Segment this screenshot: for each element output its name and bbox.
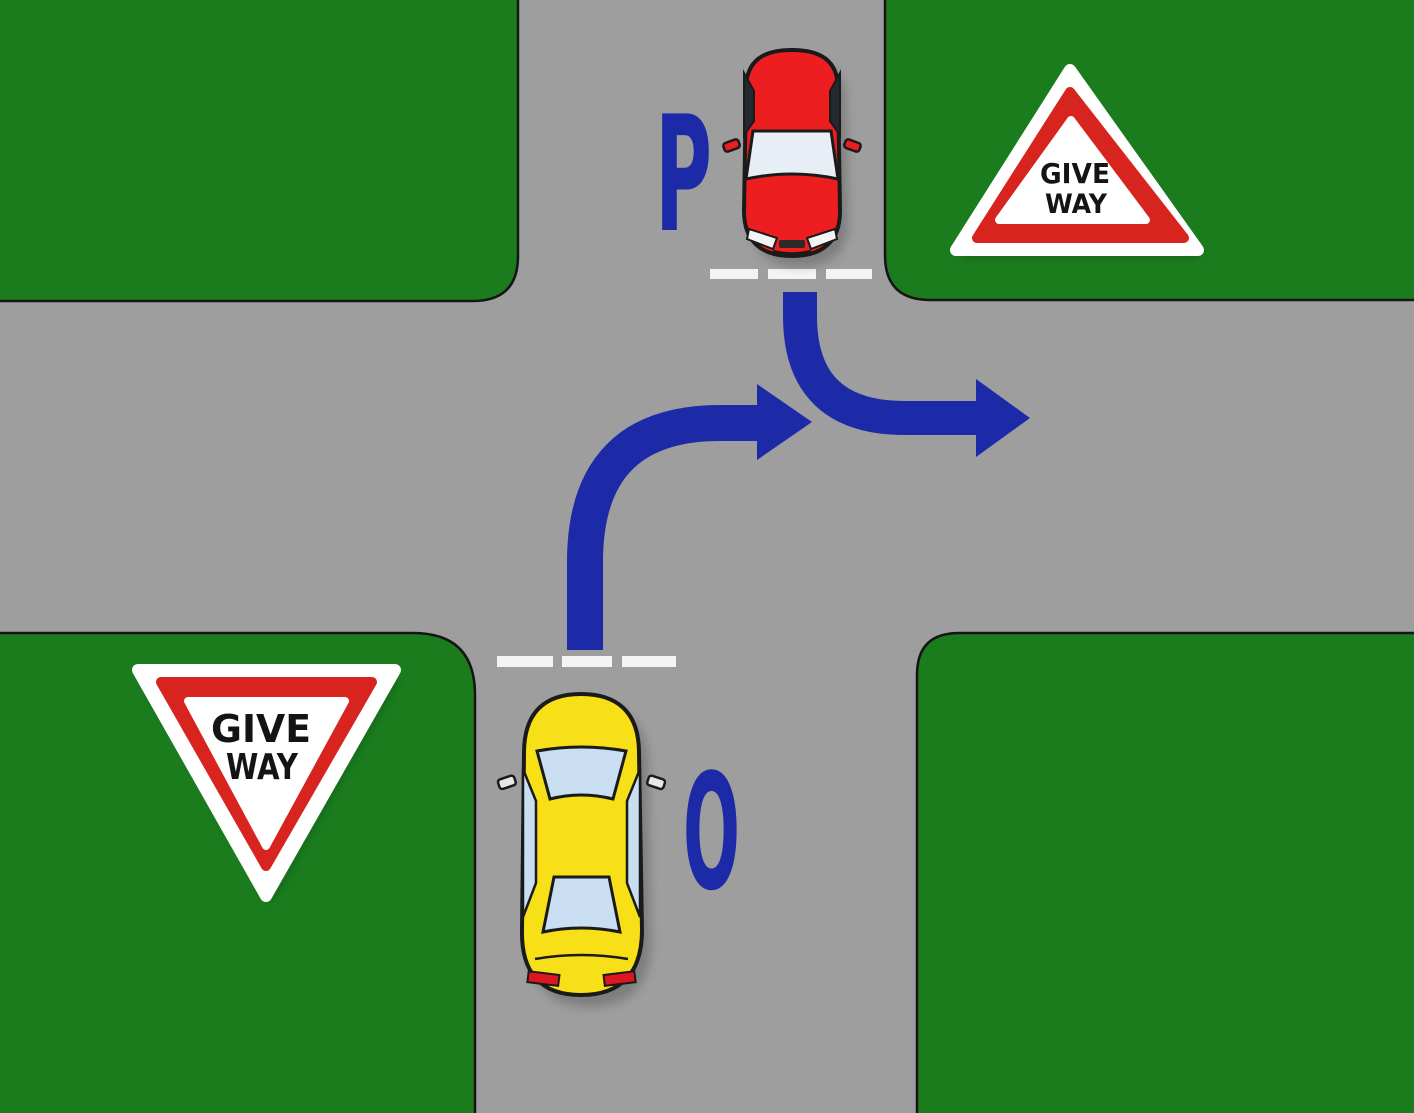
yellow-car-mirror-left [496, 774, 517, 791]
turn-arrow-yellow-shaft [567, 405, 757, 650]
red-car-grille [779, 240, 805, 248]
yellow-car-mirror-right [646, 774, 667, 791]
yellow-car-taillight-right [602, 970, 637, 988]
red-car-mirror-left [722, 138, 741, 153]
stop-line-dash [768, 269, 816, 279]
stop-line-dash [826, 269, 872, 279]
stop-line-dash [710, 269, 758, 279]
yellow-car [496, 691, 667, 1007]
red-car-windshield [744, 129, 840, 181]
turn-arrow-yellow-car [567, 384, 812, 650]
turn-arrow-red-head [976, 379, 1030, 457]
yellow-car-taillight-left [526, 970, 561, 988]
label-o: O [683, 739, 740, 926]
stop-line-dash [562, 656, 612, 667]
red-car-side-window-left [743, 69, 755, 139]
red-car-headlight-left [745, 227, 779, 251]
stop-line-south-approach [497, 656, 676, 667]
sign-text-give: GIVE [211, 707, 311, 751]
yellow-car-side-window-left [521, 768, 538, 918]
grass-bottom-right [915, 631, 1414, 1113]
grass-bottom-left [0, 631, 477, 1113]
label-p: P [655, 81, 712, 268]
sign-text-way: WAY [226, 747, 299, 788]
red-car [722, 47, 862, 267]
turn-arrow-red-car [783, 292, 1030, 457]
give-way-sign-bottom-left: GIVE WAY [132, 664, 401, 903]
stop-line-dash [497, 656, 553, 667]
red-car-bumper-line [772, 249, 812, 255]
red-car-side-window-right [829, 69, 841, 139]
sign-text-give: GIVE [1040, 157, 1110, 190]
yellow-car-rear-window [541, 875, 622, 934]
sign-inner-panel [184, 697, 349, 850]
sign-inner-panel [995, 116, 1150, 224]
yellow-car-trunk-line [534, 953, 629, 961]
grass-top-left [0, 0, 520, 303]
give-way-sign-top-right: GIVE WAY [950, 64, 1204, 257]
turn-arrow-red-shaft [783, 292, 976, 435]
stop-line-dash [622, 656, 676, 667]
yellow-car-body [519, 691, 645, 998]
stop-line-north-approach [710, 269, 872, 279]
red-car-headlight-right [805, 227, 839, 251]
yellow-car-side-window-right [625, 768, 642, 918]
sign-text-way: WAY [1045, 189, 1107, 220]
yellow-car-windshield [535, 745, 628, 801]
red-car-mirror-right [843, 138, 862, 153]
turn-arrow-yellow-head [757, 384, 812, 460]
